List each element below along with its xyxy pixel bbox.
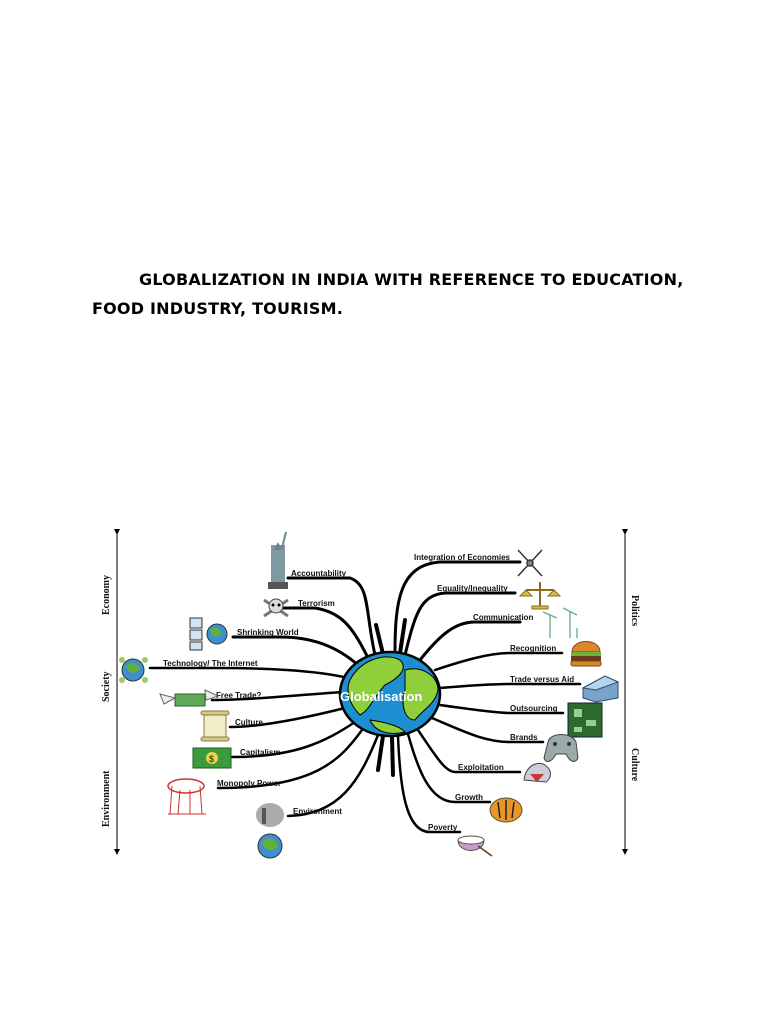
- skull-crossbones-icon: [263, 598, 289, 618]
- polluted-earth-icon: [256, 803, 284, 859]
- branch-label-integration: Integration of Economies: [414, 553, 511, 562]
- branch-label-terrorism: Terrorism: [298, 599, 335, 608]
- axis-label-politics: Politics: [629, 595, 640, 626]
- axis-label-culture: Culture: [629, 748, 640, 782]
- branch-label-culture: Culture: [235, 718, 264, 727]
- branch-label-equality: Equality/Inequality: [437, 584, 508, 593]
- globe-icon: [338, 650, 442, 738]
- svg-text:$: $: [209, 754, 214, 764]
- game-controller-icon: [543, 734, 579, 762]
- heading-line-1: GLOBALIZATION IN INDIA WITH REFERENCE TO…: [139, 270, 684, 289]
- dollar-bill-icon: $: [192, 747, 232, 769]
- rice-bowl-icon: [457, 835, 493, 857]
- crossed-arrows-icon: [517, 549, 543, 577]
- branch-label-technology: Technology/ The Internet: [163, 659, 258, 668]
- center-label: Globalisation: [340, 689, 422, 704]
- branch-label-outsourcing: Outsourcing: [510, 704, 558, 713]
- computers-globe-icon: [189, 617, 228, 651]
- axis-label-environment: Environment: [101, 770, 112, 827]
- scales-icon: [518, 582, 562, 610]
- globalisation-mind-map: Economy Society Environment Politics Cul…: [101, 529, 640, 859]
- statue-of-liberty-icon: [268, 531, 288, 589]
- money-wings-icon: [159, 689, 220, 707]
- branch-label-exploitation: Exploitation: [458, 763, 504, 772]
- axis-label-society: Society: [101, 671, 112, 702]
- branch-label-growth: Growth: [455, 793, 483, 802]
- building-icon: [581, 675, 620, 703]
- axis-label-economy: Economy: [101, 575, 112, 615]
- branch-label-recognition: Recognition: [510, 644, 556, 653]
- puppet-strings-icon: [167, 778, 206, 815]
- scroll-icon: [200, 710, 230, 742]
- wind-turbines-icon: [542, 607, 578, 638]
- branch-label-brands: Brands: [510, 733, 538, 742]
- branch-label-trade-aid: Trade versus Aid: [510, 675, 574, 684]
- network-globe-icon: [119, 657, 148, 683]
- branch-label-communication: Communication: [473, 613, 534, 622]
- branch-lines: [148, 560, 582, 834]
- tiger-icon: [489, 797, 523, 823]
- branch-label-shrinking-world: Shrinking World: [237, 628, 299, 637]
- branch-label-accountability: Accountability: [291, 569, 347, 578]
- branch-label-free-trade: Free Trade?: [216, 691, 261, 700]
- circuit-board-icon: [567, 702, 603, 738]
- branch-label-environment: Environment: [293, 807, 342, 816]
- branch-label-monopoly-power: Monopoly Power: [217, 779, 281, 788]
- shark-icon: [523, 762, 551, 783]
- burger-icon: [570, 641, 602, 667]
- heading-line-2: FOOD INDUSTRY, TOURISM.: [92, 299, 343, 318]
- branch-label-poverty: Poverty: [428, 823, 458, 832]
- branch-label-capitalism: Capitalism: [240, 748, 280, 757]
